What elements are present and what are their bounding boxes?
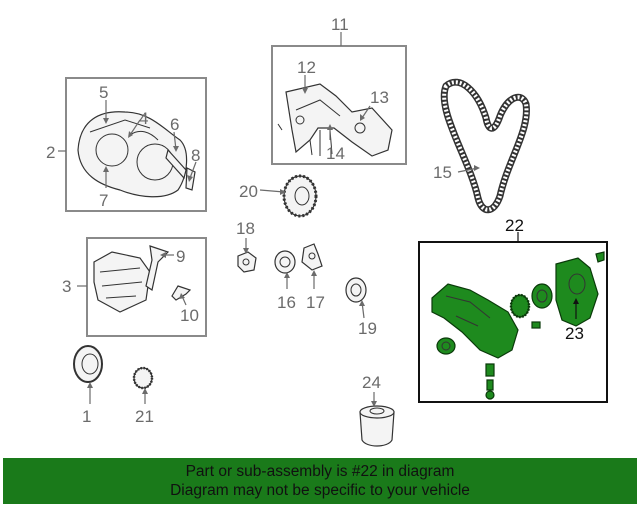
- crankshaft-seal[interactable]: [73, 345, 103, 404]
- leader-arrowheads: [87, 88, 480, 407]
- callout-10: 10: [180, 306, 199, 325]
- callout-6: 6: [170, 115, 179, 134]
- callout-14: 14: [326, 144, 345, 163]
- crankshaft-gear[interactable]: [132, 366, 154, 404]
- oil-seal-19[interactable]: [345, 277, 367, 319]
- timing-cover-lower-part: [93, 251, 151, 313]
- oil-pump-body-part: [431, 283, 519, 359]
- oil-pump-bolt-part: [595, 251, 605, 263]
- oil-pump-assembly-group[interactable]: [418, 241, 608, 403]
- callout-17: 17: [306, 293, 325, 312]
- timing-belt[interactable]: [440, 78, 530, 214]
- callout-20: 20: [239, 182, 258, 201]
- callout-18: 18: [236, 219, 255, 238]
- callout-24: 24: [362, 373, 381, 392]
- oil-pump-key-part: [531, 321, 541, 329]
- callout-7: 7: [99, 191, 108, 210]
- notice-banner: Part or sub-assembly is #22 in diagram D…: [3, 458, 637, 504]
- callout-21: 21: [135, 407, 154, 426]
- callout-23: 23: [565, 324, 584, 343]
- callout-12: 12: [297, 58, 316, 77]
- gasket-9-part: [145, 245, 170, 291]
- callout-11: 11: [331, 15, 349, 34]
- callout-19: 19: [358, 319, 377, 338]
- oil-pump-plug-part: [485, 390, 495, 400]
- callout-22: 22: [505, 216, 524, 235]
- callout-5: 5: [99, 83, 108, 102]
- seal-strip-part: [165, 148, 187, 180]
- callout-13: 13: [370, 88, 389, 107]
- notice-line-2: Diagram may not be specific to your vehi…: [170, 482, 470, 499]
- group-timing-rear-cover[interactable]: [271, 45, 407, 165]
- callout-9: 9: [176, 247, 185, 266]
- idler-pulley[interactable]: [274, 250, 296, 289]
- parts-diagram: 2 5 4 6 8 7 11 12 13 14 15 20 18: [46, 15, 608, 447]
- oil-pump-rotor-part: [531, 283, 553, 309]
- oil-filter[interactable]: [359, 392, 395, 447]
- callout-15: 15: [433, 163, 452, 182]
- group-timing-cover-upper[interactable]: [65, 77, 207, 212]
- oil-pump-screen-part: [485, 363, 495, 391]
- callout-4: 4: [139, 109, 148, 128]
- tensioner-bracket[interactable]: [237, 238, 257, 273]
- group-timing-cover-lower[interactable]: [86, 237, 207, 337]
- timing-cover-upper-part: [77, 111, 188, 198]
- leader-arrowheads-dark: [573, 298, 579, 304]
- callout-3: 3: [62, 277, 71, 296]
- callout-1: 1: [82, 407, 91, 426]
- rear-cover-part: [285, 83, 393, 157]
- camshaft-sprocket[interactable]: [259, 174, 318, 218]
- notice-line-1: Part or sub-assembly is #22 in diagram: [185, 463, 455, 480]
- callout-2: 2: [46, 143, 55, 162]
- callout-16: 16: [277, 293, 296, 312]
- oil-pump-cover-part: [555, 257, 599, 327]
- callout-8: 8: [191, 146, 200, 165]
- oil-pump-seal-part: [436, 337, 456, 355]
- tensioner-pulley[interactable]: [301, 243, 323, 289]
